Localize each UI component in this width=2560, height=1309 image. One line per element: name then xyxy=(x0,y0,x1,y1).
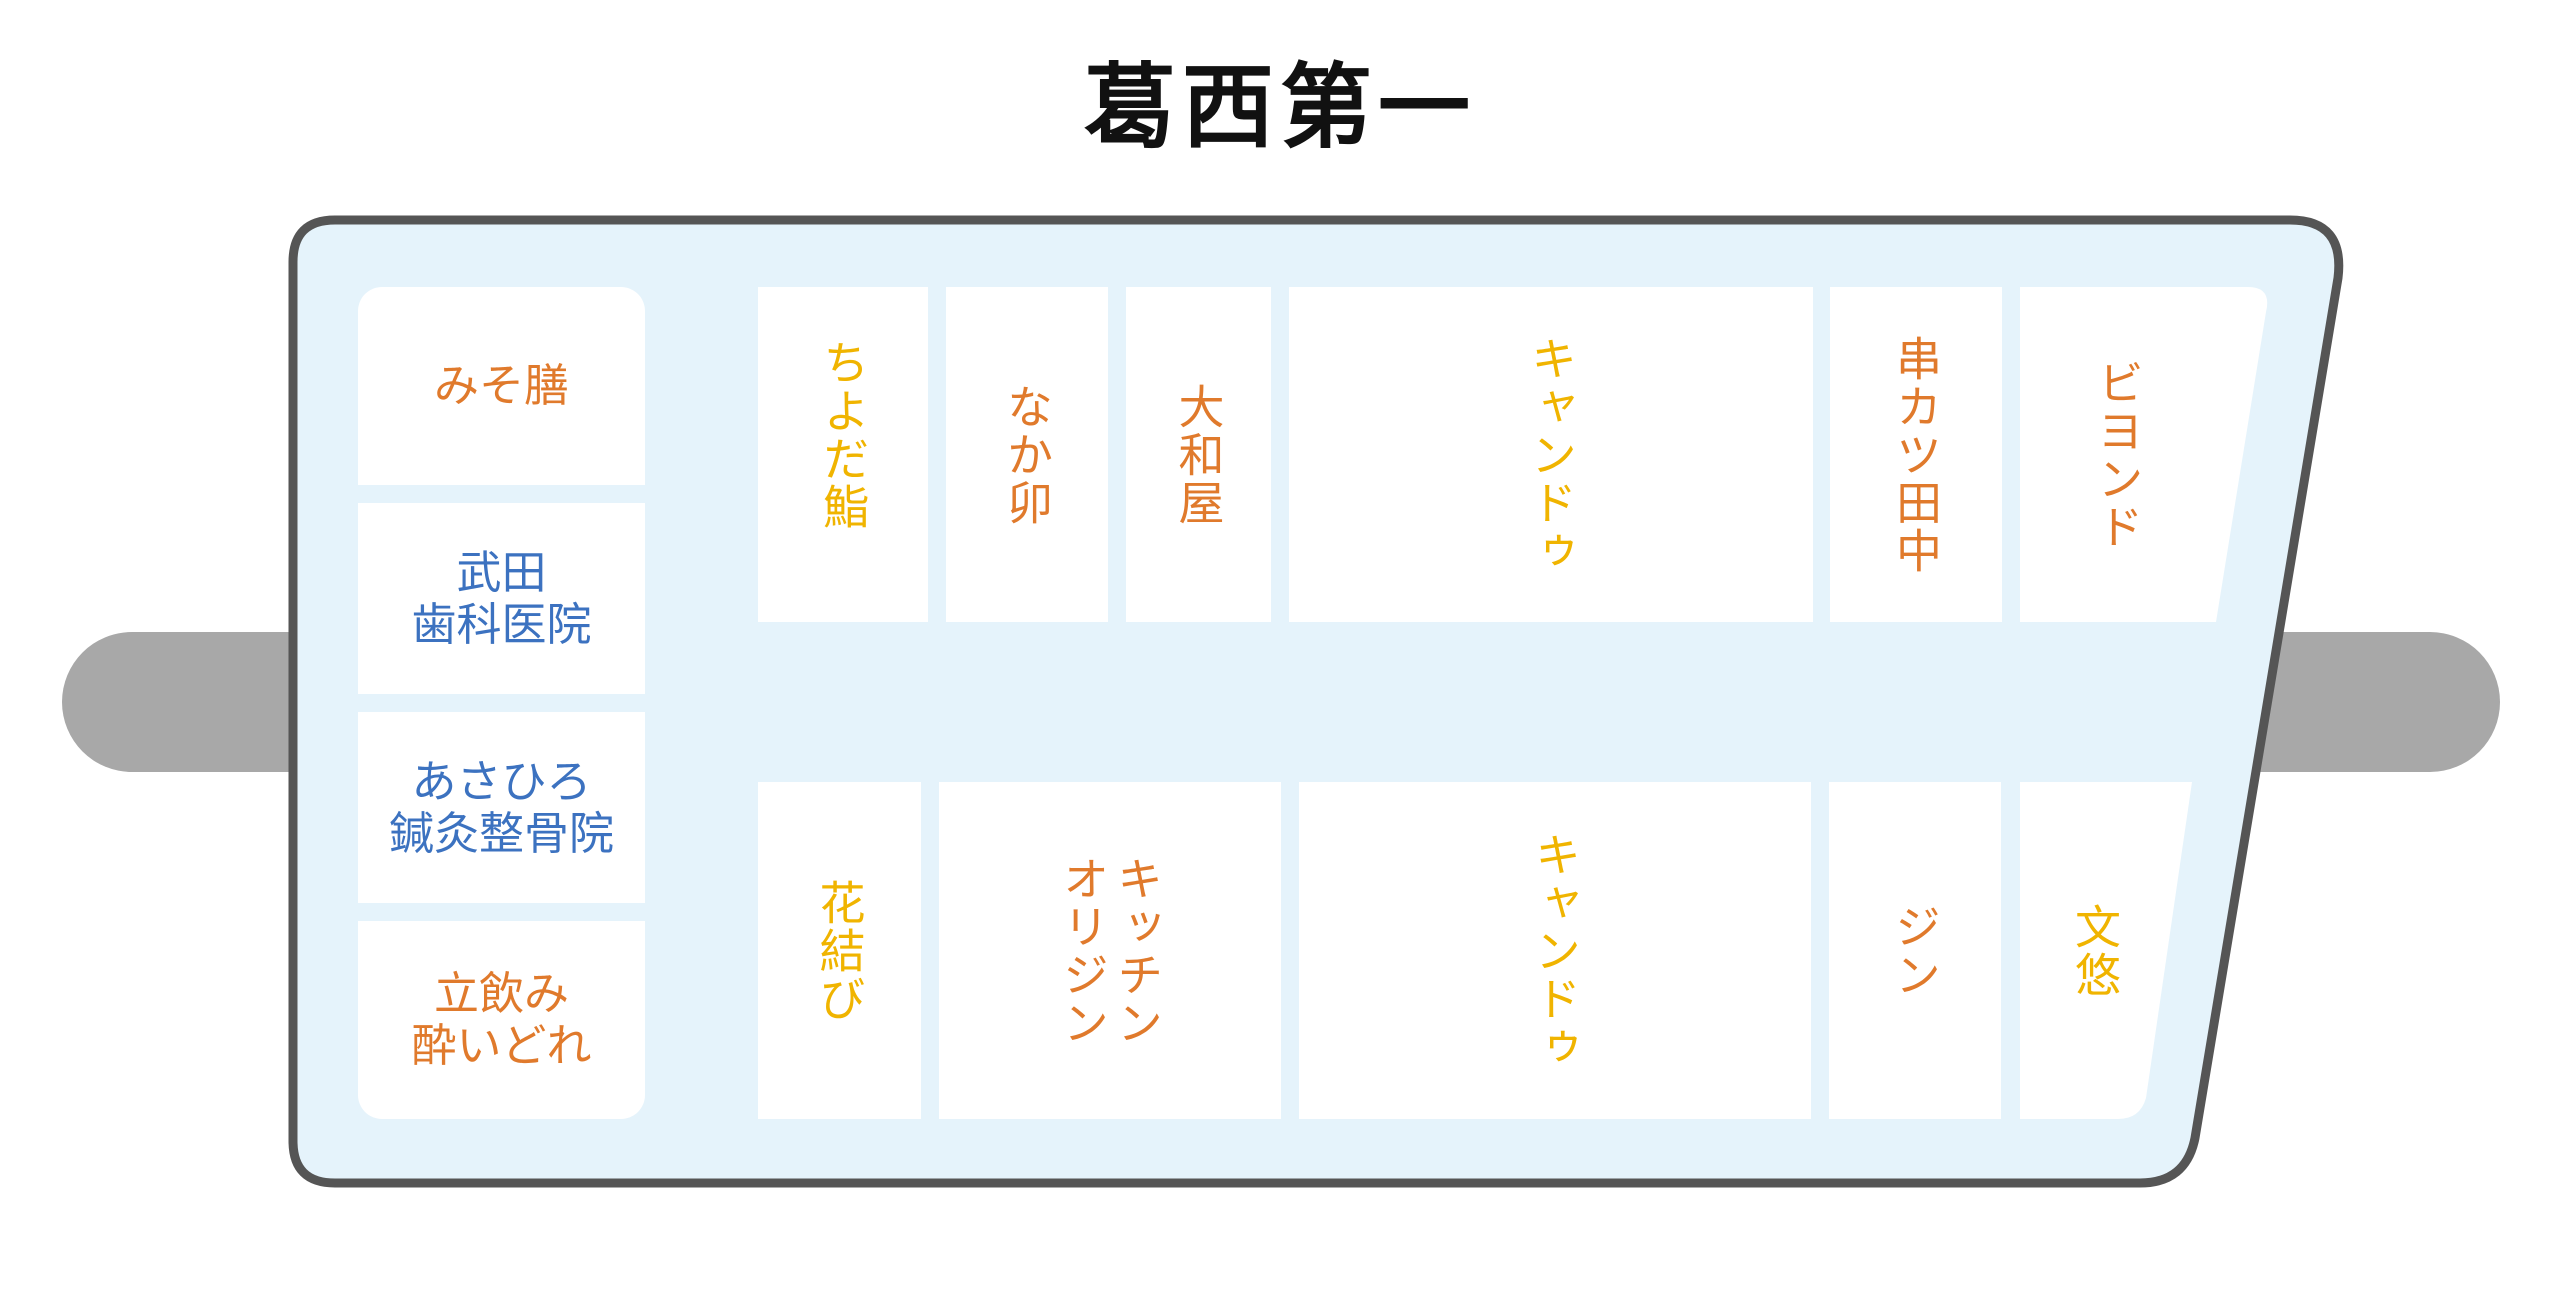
shop-misozen[interactable]: みそ膳 xyxy=(358,287,645,485)
shop-yamatoya[interactable]: 大和屋 xyxy=(1126,287,1271,622)
shop-label: キッチン オリジン xyxy=(1056,854,1164,1047)
shop-cando-bottom[interactable]: キャンドゥ xyxy=(1299,782,1811,1119)
shop-kitchen-origin[interactable]: キッチン オリジン xyxy=(939,782,1281,1119)
shop-label: キャンドゥ xyxy=(1528,830,1582,1071)
shop-kushikatsu-tanaka[interactable]: 串カツ田中 xyxy=(1830,287,2002,622)
shop-beyond[interactable]: ビヨンド xyxy=(2020,287,2215,622)
shop-label: キャンドゥ xyxy=(1524,334,1578,575)
shop-label: ビヨンド xyxy=(2090,358,2145,551)
map-title: 葛西第一 xyxy=(1083,54,1476,161)
shop-label: 武田 歯科医院 xyxy=(411,545,592,651)
shop-jin[interactable]: ジン xyxy=(1829,782,2001,1119)
shop-label: 文悠 xyxy=(2068,902,2122,999)
shop-label: ちよだ鮨 xyxy=(816,339,870,531)
shop-nakau[interactable]: なか卯 xyxy=(946,287,1108,622)
shop-chiyoda-sushi[interactable]: ちよだ鮨 xyxy=(758,287,928,622)
shop-cando-top[interactable]: キャンドゥ xyxy=(1289,287,1813,622)
shop-asahiro-clinic[interactable]: あさひろ 鍼灸整骨院 xyxy=(358,712,645,903)
shop-label: みそ膳 xyxy=(433,359,569,412)
shop-takeda-dental[interactable]: 武田 歯科医院 xyxy=(358,503,645,694)
shop-label: 花結び xyxy=(812,878,867,1023)
shop-label: なか卯 xyxy=(1000,382,1054,527)
shop-hanamusubi[interactable]: 花結び xyxy=(758,782,921,1119)
shop-bunyu[interactable]: 文悠 xyxy=(2020,782,2170,1119)
shop-label: 串カツ田中 xyxy=(1889,334,1943,575)
shop-label: ジン xyxy=(1888,902,1942,999)
bottom-right-shop-shape xyxy=(2020,782,2192,1119)
shop-label: 大和屋 xyxy=(1171,382,1226,527)
shop-label: あさひろ 鍼灸整骨院 xyxy=(388,754,614,860)
shop-label: 立飲み 酔いどれ xyxy=(411,967,592,1072)
top-right-shop-shape xyxy=(2020,287,2268,622)
shop-yoidore[interactable]: 立飲み 酔いどれ xyxy=(358,921,645,1119)
